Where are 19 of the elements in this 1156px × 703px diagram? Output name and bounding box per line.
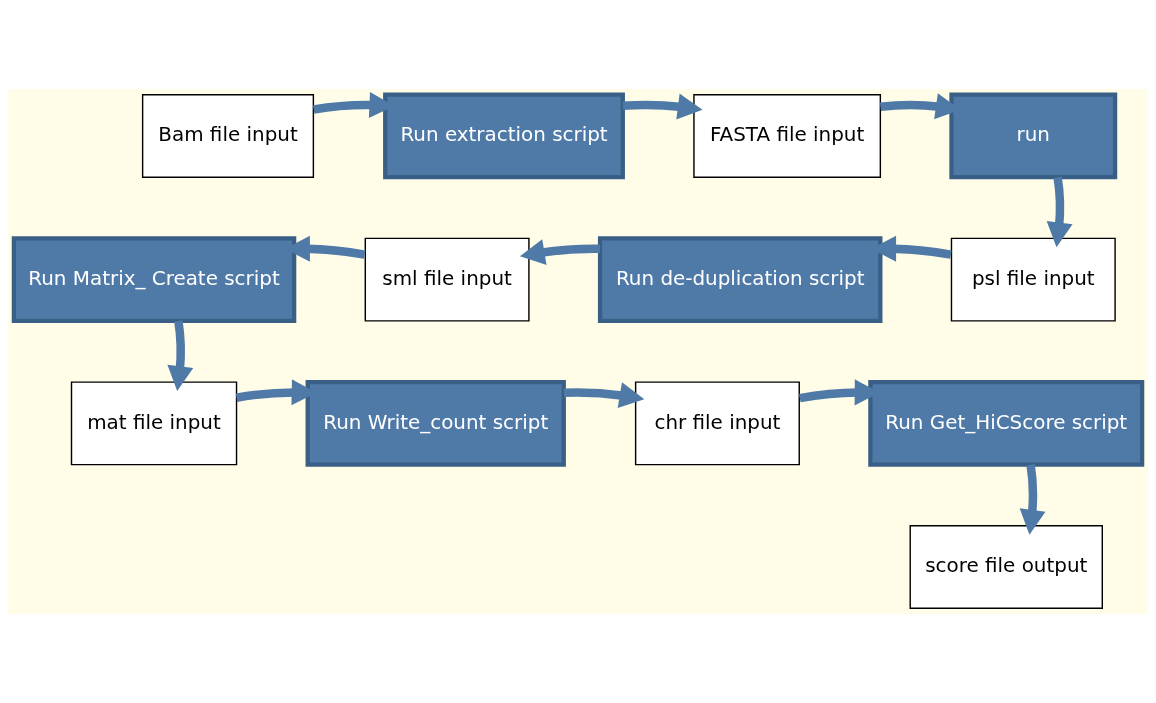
arrow (167, 320, 194, 391)
node-box: mat file input (70, 381, 238, 466)
node-box: Run extraction script (383, 92, 625, 180)
arrow (622, 93, 703, 120)
node-box: sml file input (364, 237, 530, 322)
arrow (519, 239, 600, 265)
arrow (1046, 176, 1073, 248)
node-box: run (949, 92, 1118, 180)
node-box: Run Matrix_ Create script (11, 236, 297, 324)
node-box: Bam file input (141, 94, 315, 178)
arrow (1019, 464, 1046, 535)
arrow (563, 382, 645, 409)
node-box: Run Get_HiCScore script (868, 379, 1145, 467)
node-box: score file output (909, 525, 1103, 609)
node-box: FASTA file input (693, 94, 882, 178)
node-box: chr file input (634, 381, 800, 466)
node-box: Run Write_count script (305, 379, 566, 467)
node-box: Run de-duplication script (597, 236, 883, 324)
node-box: psl file input (950, 237, 1116, 322)
